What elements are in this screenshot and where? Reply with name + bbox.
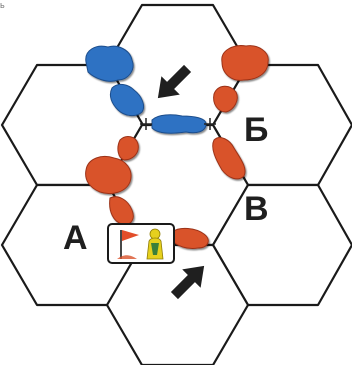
hex-label-a: А xyxy=(63,221,88,255)
warrior-icon xyxy=(147,229,163,259)
flag-and-warrior-card-icon[interactable] xyxy=(107,223,175,264)
blue-land-icon xyxy=(152,115,206,133)
flag-icon xyxy=(117,230,139,259)
corner-mark: ь xyxy=(0,0,5,10)
hex-label-v: В xyxy=(244,192,269,226)
hex-label-b: Б xyxy=(244,113,268,147)
